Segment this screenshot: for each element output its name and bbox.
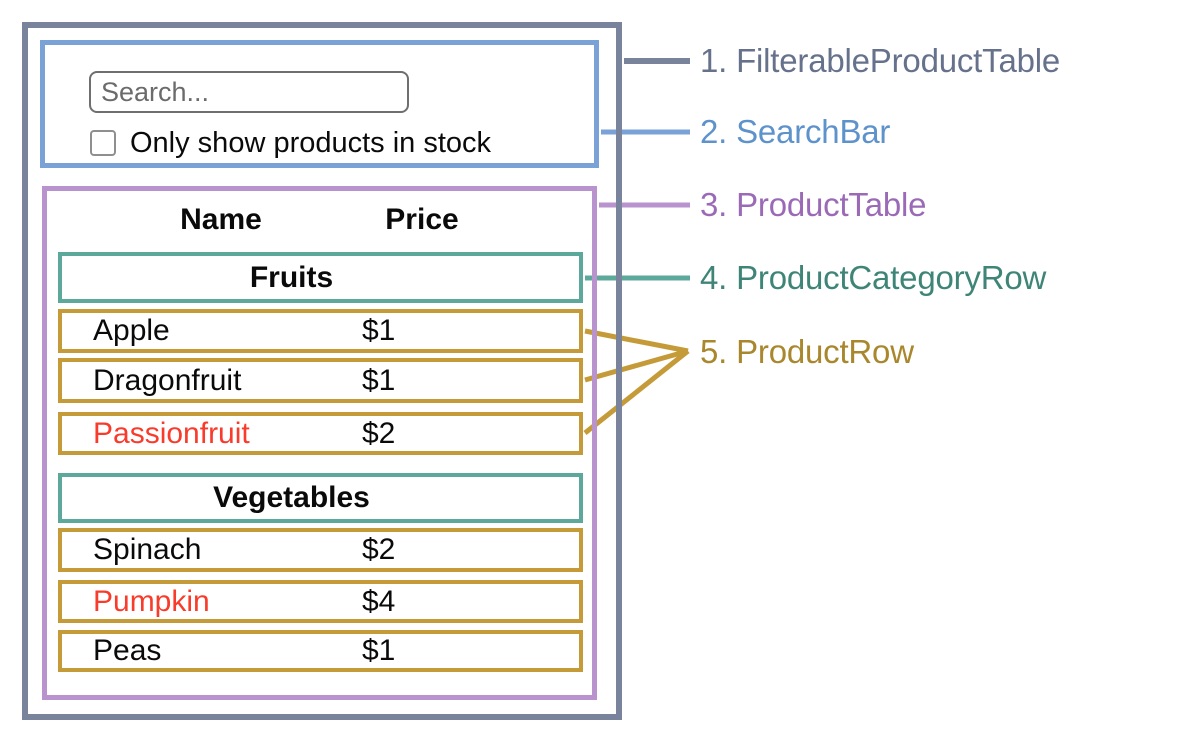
legend-filterable-product-table: 1. FilterableProductTable [700, 42, 1061, 79]
product-row-dragonfruit: Dragonfruit $1 [58, 358, 583, 403]
legend-product-row: 5. ProductRow [700, 333, 914, 370]
category-label: Fruits [249, 260, 334, 294]
in-stock-checkbox[interactable] [90, 130, 116, 156]
product-row-peas: Peas $1 [58, 630, 583, 672]
product-price: $1 [362, 314, 396, 347]
product-table-box [42, 186, 597, 700]
product-name: Peas [93, 634, 162, 667]
product-price: $4 [362, 584, 396, 618]
product-price: $1 [362, 363, 396, 397]
category-row-vegetables: Vegetables [58, 473, 583, 523]
product-name: Spinach [93, 533, 202, 566]
search-bar-box [40, 40, 599, 168]
column-header-name: Name [180, 203, 262, 236]
product-name: Passionfruit [93, 416, 250, 450]
product-price: $2 [362, 416, 396, 450]
in-stock-checkbox-label: Only show products in stock [130, 127, 492, 159]
product-name: Dragonfruit [93, 363, 242, 397]
product-row-spinach: Spinach $2 [58, 528, 583, 572]
filterable-product-table-box [22, 22, 622, 720]
product-row-apple: Apple $1 [58, 309, 583, 353]
product-row-pumpkin: Pumpkin $4 [58, 580, 583, 623]
product-name: Pumpkin [93, 584, 210, 618]
legend-product-category-row: 4. ProductCategoryRow [700, 259, 1047, 296]
product-row-passionfruit: Passionfruit $2 [58, 412, 583, 455]
product-price: $1 [362, 634, 396, 667]
column-header-price: Price [385, 203, 459, 236]
search-input[interactable] [89, 71, 409, 113]
legend-product-table: 3. ProductTable [700, 186, 927, 223]
legend-search-bar: 2. SearchBar [700, 113, 891, 150]
product-name: Apple [93, 314, 170, 347]
category-label: Vegetables [213, 481, 370, 514]
category-row-fruits: Fruits [58, 252, 583, 303]
product-price: $2 [362, 533, 396, 566]
